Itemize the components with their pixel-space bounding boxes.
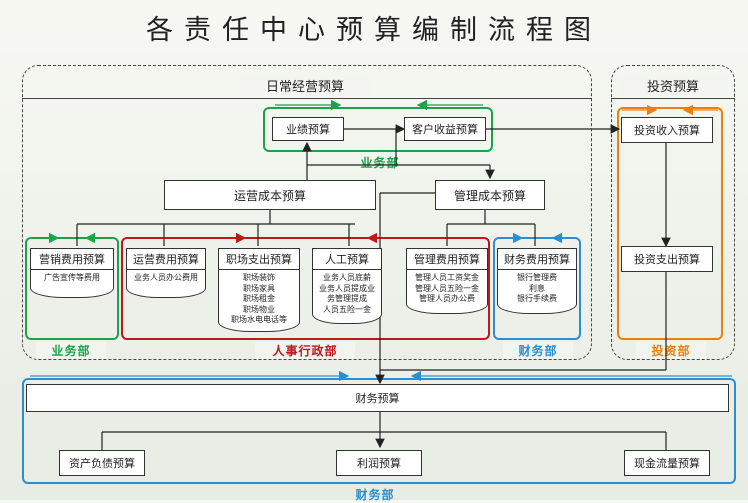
zone-label-biz-left: 业务部: [36, 342, 106, 359]
box-rengong-budget: 人工预算: [312, 248, 382, 270]
page-title: 各责任中心预算编制流程图: [146, 15, 602, 46]
box-zhichang-fee: 职场支出预算: [218, 248, 300, 270]
note-line: 广告宣传等费用: [44, 273, 100, 282]
note-line: 业务人员办公费用: [134, 273, 198, 282]
note-caiwu-fee: 银行管理费 利息 银行手续费: [497, 270, 577, 314]
zone-label-fin-mid: 财务部: [503, 342, 573, 359]
note-yunying-fee: 业务人员办公费用: [126, 270, 206, 298]
box-yunying-cost: 运营成本预算: [164, 180, 376, 210]
note-line: 管理人员工资奖金: [415, 273, 479, 282]
box-touzi-expense: 投资支出预算: [621, 246, 713, 272]
note-line: 务管理提成: [327, 294, 367, 303]
note-line: 职场水电电话等: [231, 315, 287, 324]
note-line: 人员五险一金: [323, 304, 371, 314]
note-rengong: 业务人员底薪 业务人员提成业 务管理提成 人员五险一金: [312, 270, 382, 324]
invest-section-rule: [611, 98, 735, 99]
note-line: 职场家具: [243, 283, 275, 293]
note-yingxiao: 广告宣传等费用: [30, 270, 114, 298]
box-lirun-budget: 利润预算: [336, 450, 422, 476]
invest-zone: [617, 107, 723, 340]
box-caiwu-fee: 财务费用预算: [497, 248, 577, 270]
invest-budget-label: 投资预算: [618, 76, 728, 95]
note-zhichang: 职场装饰 职场家具 职场租金 职场物业 职场水电电话等: [218, 270, 300, 332]
note-line: 职场物业: [243, 304, 275, 314]
hr-zone: [121, 237, 490, 340]
box-zichan-budget: 资产负债预算: [59, 450, 145, 476]
box-yeji-budget: 业绩预算: [272, 117, 344, 141]
box-guanli-cost: 管理成本预算: [435, 180, 545, 210]
daily-section-rule: [22, 98, 592, 99]
note-line: 银行手续费: [517, 294, 557, 303]
note-line: 管理人员办公费: [419, 294, 475, 303]
note-line: 职场装饰: [243, 273, 275, 282]
box-kehu-budget: 客户收益预算: [404, 117, 486, 141]
box-xianjin-budget: 现金流量预算: [624, 450, 710, 476]
daily-budget-label: 日常经营预算: [240, 76, 370, 95]
note-line: 银行管理费: [517, 273, 557, 282]
zone-label-fin-bottom: 财务部: [355, 488, 395, 502]
note-line: 职场租金: [243, 294, 275, 303]
zone-label-hr: 人事行政部: [255, 342, 355, 359]
note-line: 利息: [529, 283, 545, 293]
note-guanli-fee: 管理人员工资奖金 管理人员五险一金 管理人员办公费: [406, 270, 488, 314]
daily-budget-section: [22, 65, 592, 360]
zone-label-biz-top: 业务部: [360, 156, 400, 170]
note-line: 业务人员提成业: [319, 283, 375, 293]
box-guanli-fee: 管理费用预算: [406, 248, 488, 270]
invest-budget-section: [611, 65, 735, 360]
note-line: 业务人员底薪: [323, 273, 371, 282]
box-touzi-income: 投资收入预算: [621, 117, 713, 143]
note-line: 管理人员五险一金: [415, 283, 479, 293]
fin-mid-zone: [493, 237, 581, 340]
box-yingxiao-fee: 营销费用预算: [30, 248, 114, 270]
zone-label-invest: 投资部: [636, 342, 706, 359]
biz-left-zone: [25, 237, 119, 340]
box-caiwu-budget: 财务预算: [26, 384, 729, 412]
box-yunying-fee: 运营费用预算: [126, 248, 206, 270]
